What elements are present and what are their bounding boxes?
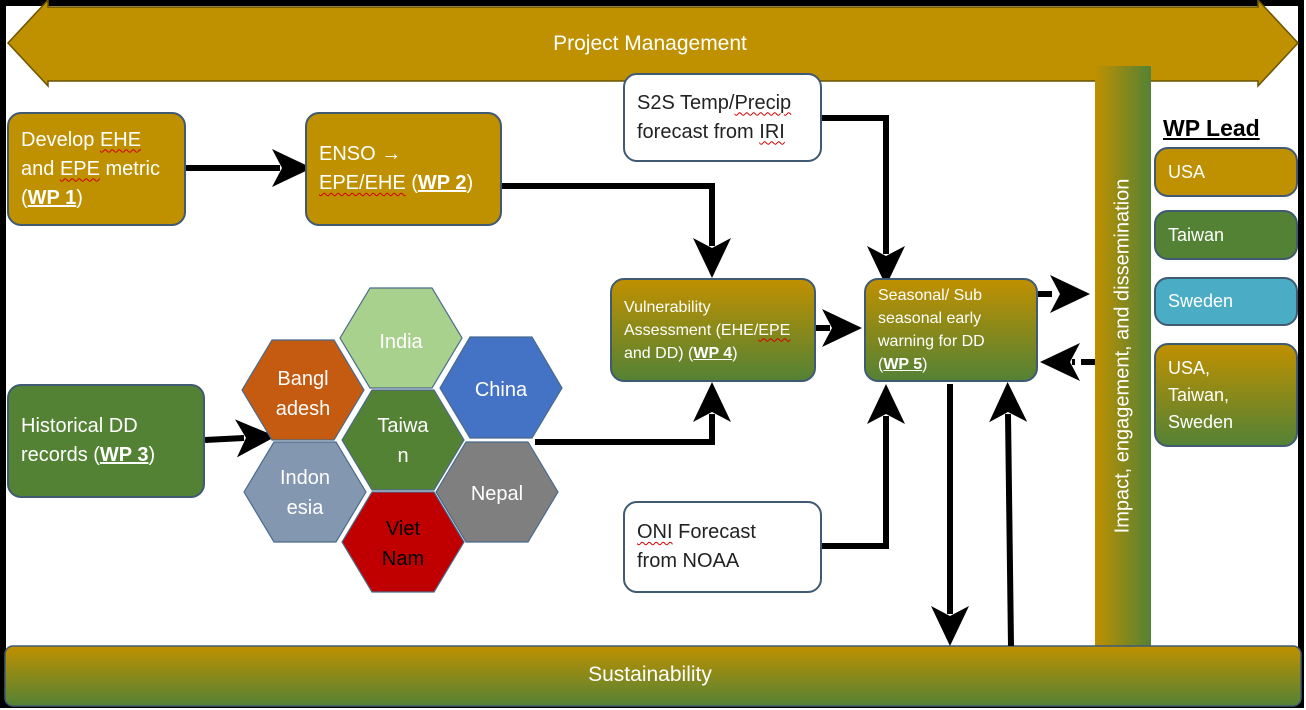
bangladesh-label-1: Bangl — [277, 368, 329, 390]
wp3-line1: Historical DD — [21, 415, 138, 437]
wp3-line2-a: records ( — [21, 444, 100, 466]
s2s-box: S2S Temp/Precip forecast from IRI — [623, 73, 822, 162]
wp1-line2-a: and — [21, 157, 60, 180]
wp4-line2-b: EPE — [758, 321, 791, 339]
legend-usa-label: USA — [1168, 161, 1206, 182]
vietnam-label: Viet Nam — [341, 514, 465, 574]
taiwan-label: Taiwa n — [341, 411, 465, 471]
legend-joint-1: USA, — [1168, 357, 1211, 378]
wp2-line1: ENSO → — [319, 143, 402, 165]
hex-india — [339, 287, 463, 389]
wp1-line3-c: ) — [76, 186, 83, 209]
arrow-wp3-to-hex — [204, 419, 276, 458]
impact-label: Impact, engagement, and dissemination — [1111, 178, 1134, 534]
taiwan-label-1: Taiwa — [377, 415, 429, 437]
oni-box: ONI Forecast from NOAA — [623, 501, 822, 593]
vietnam-label-1: Viet — [385, 518, 421, 540]
wp5-link: WP 5 — [883, 356, 923, 373]
vietnam-label-2: Nam — [381, 548, 425, 570]
taiwan-label-2: n — [397, 445, 409, 467]
bangladesh-label-2: adesh — [275, 398, 331, 420]
wp1-line1-a: Develop — [21, 128, 100, 151]
wp3-link: WP 3 — [99, 444, 149, 466]
wp4-box: Vulnerability Assessment (EHE/EPE and DD… — [610, 278, 816, 382]
wp-lead-title: WP Lead — [1163, 115, 1260, 141]
wp4-link: WP 4 — [693, 344, 733, 362]
india-label: India — [379, 331, 423, 353]
wp5-line4-a: ( — [878, 356, 884, 373]
wp2-line2-b: ( — [405, 172, 418, 194]
wp1-line1-b: EHE — [99, 128, 142, 151]
legend-sweden-label: Sweden — [1168, 291, 1234, 311]
wp5-line4-c: ) — [922, 356, 928, 373]
oni-line2: from NOAA — [637, 550, 740, 572]
arrow-wp2-to-wp4 — [502, 183, 731, 278]
wp1-box: Develop EHE and EPE metric (WP 1) — [7, 112, 186, 226]
s2s-line1-b: Precip — [734, 91, 792, 114]
oni-line1-a: ONI — [637, 521, 673, 543]
china-label: China — [474, 379, 528, 401]
indonesia-label-1: Indon — [279, 467, 331, 489]
wp2-line2-a: EPE/EHE — [319, 172, 406, 194]
wp5-box: Seasonal/ Sub seasonal early warning for… — [864, 278, 1038, 382]
s2s-line1-a: S2S Temp/ — [637, 91, 735, 114]
wp5-line2: seasonal early — [878, 310, 982, 327]
legend-taiwan-label: Taiwan — [1168, 224, 1225, 245]
wp1-link: WP 1 — [27, 186, 77, 209]
wp3-box: Historical DD records (WP 3) — [7, 384, 205, 498]
s2s-line2-b: IRI — [759, 120, 785, 143]
wp1-line2-c: metric — [99, 157, 160, 180]
arrow-oni-to-wp5 — [822, 384, 905, 549]
sustainability-bar — [4, 645, 1302, 707]
legend-joint: USA, Taiwan, Sweden — [1154, 343, 1298, 447]
impact-label-wrap: Impact, engagement, and dissemination — [1095, 66, 1151, 646]
oni-line1-b: Forecast — [672, 521, 756, 543]
sustainability-label: Sustainability — [588, 663, 712, 686]
wp2-line2-c: ) — [466, 172, 474, 194]
nepal-label: Nepal — [470, 483, 524, 505]
indonesia-label: Indon esia — [243, 463, 367, 523]
wp2-link: WP 2 — [417, 172, 467, 194]
indonesia-label-2: esia — [286, 497, 324, 519]
s2s-line2-a: forecast from — [637, 120, 760, 143]
hex-indonesia — [243, 441, 367, 543]
wp1-line2-b: EPE — [59, 157, 100, 180]
legend-usa: USA — [1154, 147, 1298, 197]
legend-joint-3: Sweden — [1168, 411, 1234, 432]
wp5-line1: Seasonal/ Sub — [878, 287, 983, 304]
wp4-line2-a: Assessment (EHE/ — [624, 321, 759, 339]
arrow-hex-to-wp4 — [535, 382, 731, 445]
arrow-sustainability-to-wp5 — [989, 382, 1028, 647]
wp2-box: ENSO → EPE/EHE (WP 2) — [305, 112, 502, 226]
hex-bangladesh — [241, 339, 365, 441]
wp5-line3: warning for DD — [878, 333, 985, 350]
legend-joint-2: Taiwan, — [1168, 384, 1230, 405]
project-management-label: Project Management — [553, 32, 747, 55]
hex-vietnam — [341, 491, 465, 593]
legend-taiwan: Taiwan — [1154, 210, 1298, 260]
hex-taiwan — [341, 389, 465, 491]
project-management-arrow — [6, 0, 1300, 88]
hex-china — [439, 336, 563, 439]
wp1-line3-a: ( — [21, 186, 28, 209]
hex-nepal — [435, 441, 559, 543]
impact-bar — [1095, 66, 1151, 646]
wp4-line1: Vulnerability — [624, 298, 711, 316]
country-hexagons — [241, 287, 563, 593]
wp4-line3-c: ) — [732, 344, 738, 362]
arrow-s2s-to-wp5 — [822, 115, 905, 286]
wp3-line2-c: ) — [148, 444, 156, 466]
legend-sweden: Sweden — [1154, 277, 1298, 326]
wp4-line3-a: and DD) ( — [624, 344, 694, 362]
bangladesh-label: Bangl adesh — [241, 364, 365, 424]
